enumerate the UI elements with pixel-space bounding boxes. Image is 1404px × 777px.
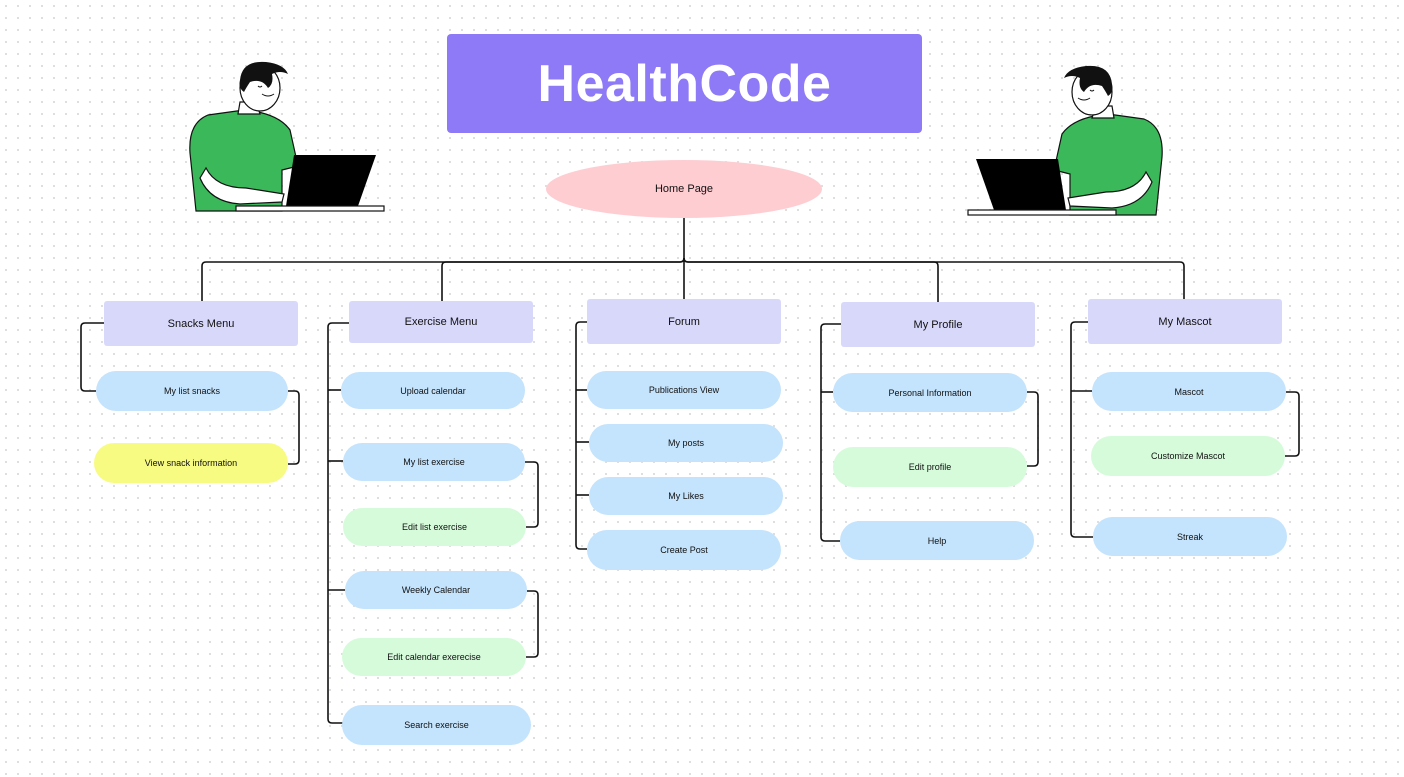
exercise-menu-node: Exercise Menu bbox=[349, 301, 533, 343]
my-profile-menu-node: My Profile bbox=[841, 302, 1035, 347]
person-with-laptop-illustration bbox=[967, 65, 1163, 216]
branch-profile bbox=[683, 257, 939, 302]
my-posts-node: My posts bbox=[589, 424, 783, 462]
view-snack-information-node: View snack information bbox=[94, 443, 288, 483]
edit-profile-node: Edit profile bbox=[833, 447, 1027, 487]
streak-node: Streak bbox=[1093, 517, 1287, 556]
customize-mascot-node: Customize Mascot bbox=[1091, 436, 1285, 476]
exercise-link-5 bbox=[526, 590, 539, 658]
profile-link-2 bbox=[1027, 391, 1039, 467]
search-exercise-node: Search exercise bbox=[342, 705, 531, 745]
edit-calendar-exercise-node: Edit calendar exerecise bbox=[342, 638, 526, 676]
diagram-title: HealthCode bbox=[447, 34, 922, 133]
mascot-spine bbox=[1070, 321, 1093, 538]
exercise-link-4 bbox=[525, 461, 539, 528]
mascot-link-2 bbox=[1285, 391, 1300, 457]
forum-menu-node: Forum bbox=[587, 299, 781, 344]
snacks-link-1 bbox=[80, 322, 104, 392]
create-post-node: Create Post bbox=[587, 530, 781, 570]
branch-exercise bbox=[441, 257, 685, 301]
home-page-node: Home Page bbox=[546, 160, 822, 218]
publications-view-node: Publications View bbox=[587, 371, 781, 409]
forum-spine bbox=[575, 321, 587, 550]
upload-calendar-node: Upload calendar bbox=[341, 372, 525, 409]
help-node: Help bbox=[840, 521, 1034, 560]
exercise-spine bbox=[327, 322, 349, 724]
mascot-node: Mascot bbox=[1092, 372, 1286, 411]
profile-spine bbox=[820, 323, 841, 542]
my-likes-node: My Likes bbox=[589, 477, 783, 515]
snacks-menu-node: Snacks Menu bbox=[104, 301, 298, 346]
my-list-exercise-node: My list exercise bbox=[343, 443, 525, 481]
snacks-link-2 bbox=[288, 390, 300, 465]
edit-list-exercise-node: Edit list exercise bbox=[343, 508, 526, 546]
my-list-snacks-node: My list snacks bbox=[96, 371, 288, 411]
personal-information-node: Personal Information bbox=[833, 373, 1027, 412]
weekly-calendar-node: Weekly Calendar bbox=[345, 571, 527, 609]
my-mascot-menu-node: My Mascot bbox=[1088, 299, 1282, 344]
branch-mascot bbox=[683, 257, 1185, 299]
person-with-laptop-illustration bbox=[189, 61, 385, 212]
